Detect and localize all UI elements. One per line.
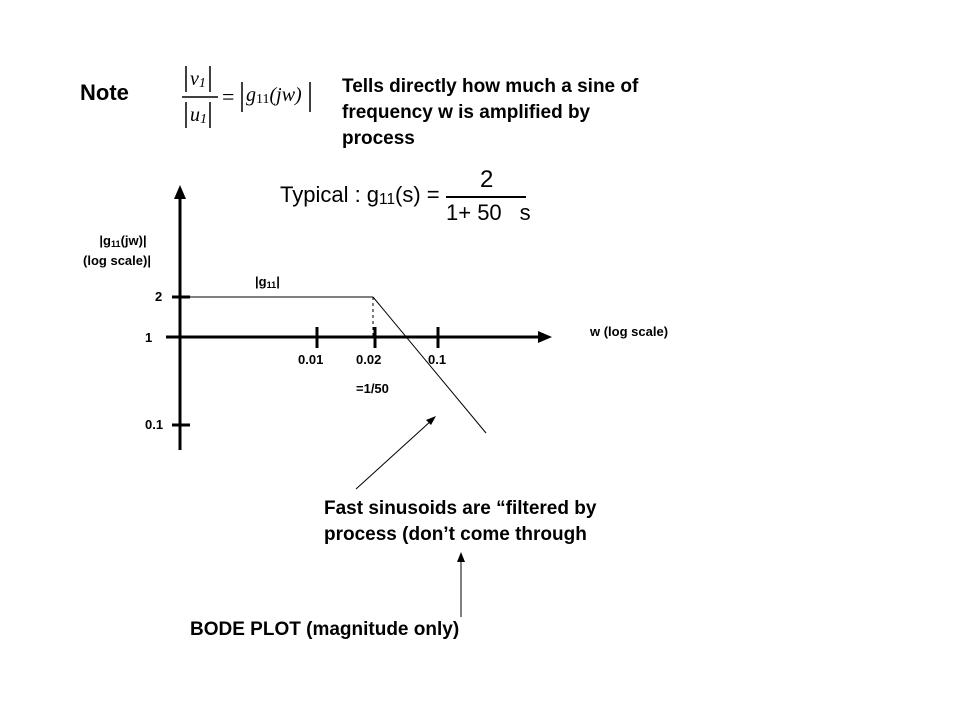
fast-note-arrow xyxy=(355,419,433,490)
description-text: Tells directly how much a sine of freque… xyxy=(342,76,639,149)
equation-graphic xyxy=(182,66,311,128)
note-label: Note xyxy=(80,80,129,105)
typical-label: Typical : g11(s) = xyxy=(280,182,440,208)
typical-numerator: 2 xyxy=(480,166,494,193)
fast-note-arrowhead xyxy=(426,416,436,425)
bode-title-arrowhead xyxy=(457,552,465,562)
curve-label: |g11| xyxy=(255,274,280,290)
y-axis-label-line2: (log scale)| xyxy=(83,253,151,268)
y-tick-label-1: 1 xyxy=(145,330,153,345)
x-tick-label-0.02: 0.02 xyxy=(356,352,382,367)
bode-plot-title: BODE PLOT (magnitude only) xyxy=(190,619,460,640)
magnitude-ratio-equation: v1 u1 = g11(jw) xyxy=(178,58,328,136)
corner-frequency-note: =1/50 xyxy=(356,381,389,396)
equation-denominator: u1 xyxy=(190,104,207,127)
typical-fraction-bar xyxy=(446,196,526,198)
x-tick-label-0.1: 0.1 xyxy=(428,352,447,367)
y-tick-label-2: 2 xyxy=(155,289,163,304)
curve-rolloff-segment xyxy=(372,296,487,434)
fast-sinusoids-note: Fast sinusoids are “filtered by process … xyxy=(324,498,597,545)
y-axis-arrow xyxy=(174,185,186,199)
equation-numerator: v1 xyxy=(190,68,206,91)
equation-equals: = xyxy=(222,84,235,109)
equation-rhs: g11(jw) xyxy=(246,84,302,107)
x-axis-label: w (log scale) xyxy=(590,324,669,339)
x-tick-label-0.01: 0.01 xyxy=(298,352,324,367)
x-axis-arrow xyxy=(538,331,552,343)
y-axis-label-line1: |g11(jw)| xyxy=(99,233,147,249)
y-tick-label-0.1: 0.1 xyxy=(145,417,164,432)
